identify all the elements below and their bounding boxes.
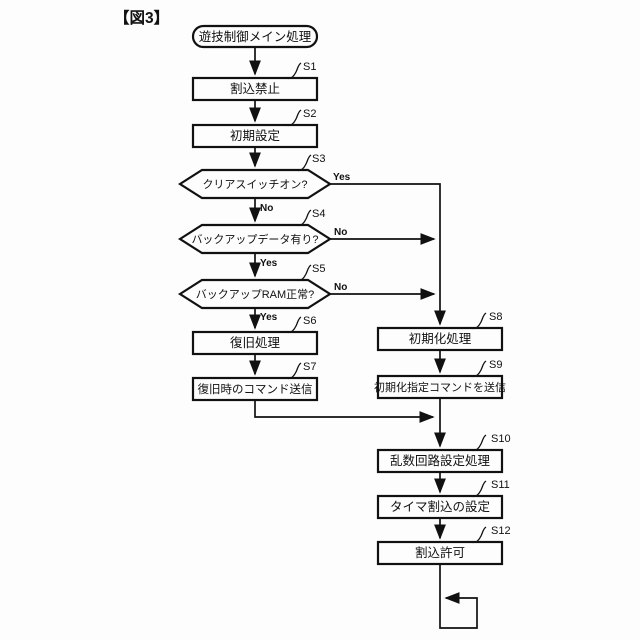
step-id-s5: S5 bbox=[312, 263, 325, 275]
leader-line-s11 bbox=[470, 480, 487, 498]
decision-hexagon bbox=[177, 278, 333, 310]
label-s4-no: No bbox=[334, 227, 347, 238]
node-s1: 割込禁止 S1 bbox=[191, 61, 319, 102]
decision-hexagon bbox=[177, 168, 333, 200]
step-id-s1: S1 bbox=[303, 61, 316, 73]
leader-line-s6 bbox=[285, 316, 302, 334]
process-label: 乱数回路設定処理 bbox=[390, 453, 491, 468]
leader-line-s5 bbox=[295, 264, 312, 282]
process-box bbox=[191, 376, 319, 402]
node-s4: バックアップデータ有り? S4 bbox=[177, 208, 333, 255]
edge-main-loop bbox=[439, 564, 478, 629]
process-box bbox=[191, 76, 319, 102]
edge-s3-yes-s8 bbox=[330, 183, 446, 326]
leader-line-s9 bbox=[470, 360, 487, 378]
node-s9: 初期化指定コマンドを送信 S9 bbox=[374, 359, 506, 400]
label-s3-no: No bbox=[260, 203, 273, 214]
process-label: タイマ割込の設定 bbox=[390, 499, 490, 514]
label-s5-no: No bbox=[334, 282, 347, 293]
step-id-s7: S7 bbox=[303, 361, 316, 373]
node-s11: タイマ割込の設定 S11 bbox=[376, 479, 510, 520]
node-s12: 割込許可 S12 bbox=[376, 525, 511, 566]
leader-line-s12 bbox=[470, 526, 487, 544]
leader-line-s1 bbox=[285, 62, 302, 80]
leader-line-s10 bbox=[470, 434, 487, 452]
decision-label: バックアップデータ有り? bbox=[191, 232, 318, 246]
leader-line-s4 bbox=[295, 209, 312, 227]
process-label: 復旧処理 bbox=[230, 335, 281, 350]
decision-hexagon bbox=[177, 223, 333, 255]
leader-line-s8 bbox=[470, 312, 487, 330]
leader-line-s2 bbox=[285, 109, 302, 127]
start-terminal-label: 遊技制御メイン処理 bbox=[199, 29, 312, 44]
step-id-s10: S10 bbox=[491, 433, 511, 445]
process-box bbox=[376, 326, 504, 352]
start-terminal-shape bbox=[191, 24, 319, 49]
figure-label: 【図3】 bbox=[114, 9, 169, 27]
process-label: 割込許可 bbox=[415, 545, 465, 560]
node-s8: 初期化処理 S8 bbox=[376, 311, 504, 352]
label-s5-yes: Yes bbox=[260, 312, 278, 323]
process-label: 初期化処理 bbox=[409, 332, 472, 346]
node-start: 遊技制御メイン処理 bbox=[191, 24, 319, 49]
edge-s7-join bbox=[254, 400, 435, 423]
label-s3-yes: Yes bbox=[333, 172, 351, 183]
leader-line-s3 bbox=[295, 154, 312, 172]
label-s4-yes: Yes bbox=[260, 258, 278, 269]
leader-line-s7 bbox=[285, 362, 302, 380]
node-s5: バックアップRAM正常? S5 bbox=[177, 263, 333, 310]
process-label: 割込禁止 bbox=[230, 81, 280, 96]
process-label: 初期化指定コマンドを送信 bbox=[374, 380, 506, 394]
node-s3: クリアスイッチオン? S3 bbox=[177, 153, 333, 200]
process-label: 初期設定 bbox=[230, 128, 280, 143]
step-id-s4: S4 bbox=[312, 208, 325, 220]
step-id-s8: S8 bbox=[489, 311, 502, 323]
decision-label: クリアスイッチオン? bbox=[202, 178, 307, 191]
process-label: 復旧時のコマンド送信 bbox=[198, 382, 313, 396]
step-id-s2: S2 bbox=[303, 108, 316, 120]
process-box bbox=[376, 494, 504, 520]
step-id-s11: S11 bbox=[491, 479, 510, 491]
decision-label: バックアップRAM正常? bbox=[196, 288, 315, 301]
step-id-s9: S9 bbox=[489, 359, 502, 371]
process-box bbox=[191, 330, 319, 356]
node-s7: 復旧時のコマンド送信 S7 bbox=[191, 361, 319, 402]
process-box bbox=[376, 374, 504, 400]
process-box bbox=[376, 448, 504, 474]
node-s10: 乱数回路設定処理 S10 bbox=[376, 433, 511, 474]
step-id-s6: S6 bbox=[303, 315, 316, 327]
node-s6: 復旧処理 S6 bbox=[191, 315, 319, 356]
process-box bbox=[191, 123, 319, 149]
node-s2: 初期設定 S2 bbox=[191, 108, 319, 149]
step-id-s12: S12 bbox=[491, 525, 511, 537]
process-box bbox=[376, 540, 504, 566]
step-id-s3: S3 bbox=[312, 153, 325, 165]
